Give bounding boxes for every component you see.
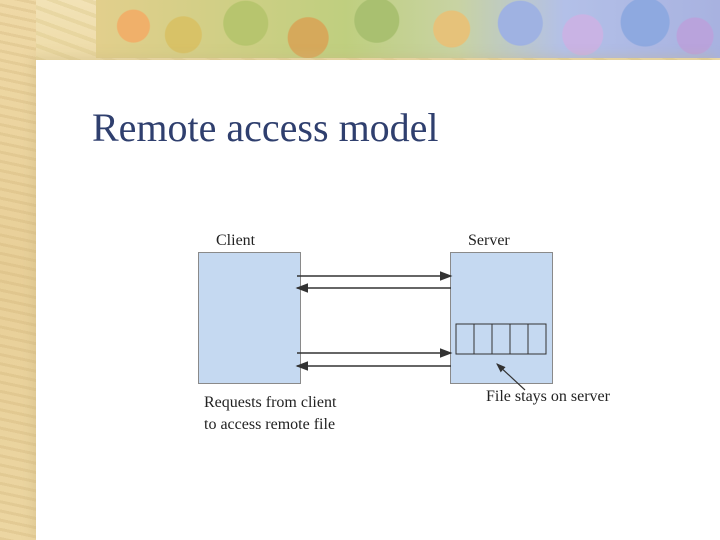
server-box [450, 252, 553, 384]
file-blocks [455, 323, 547, 355]
file-block [527, 323, 547, 355]
client-box [198, 252, 301, 384]
client-label: Client [216, 232, 256, 249]
server-label: Server [468, 232, 510, 249]
left-texture [0, 0, 36, 540]
file-block [491, 323, 511, 355]
requests-caption-line2: to access remote file [204, 416, 336, 433]
file-caption: File stays on server [486, 388, 610, 405]
file-block [455, 323, 475, 355]
file-block [473, 323, 493, 355]
file-pointer-arrow [496, 363, 526, 391]
flower-banner [96, 0, 720, 58]
content-panel [36, 60, 720, 540]
file-block [509, 323, 529, 355]
requests-caption-line1: Requests from client [204, 394, 337, 411]
slide-title: Remote access model [92, 105, 439, 150]
